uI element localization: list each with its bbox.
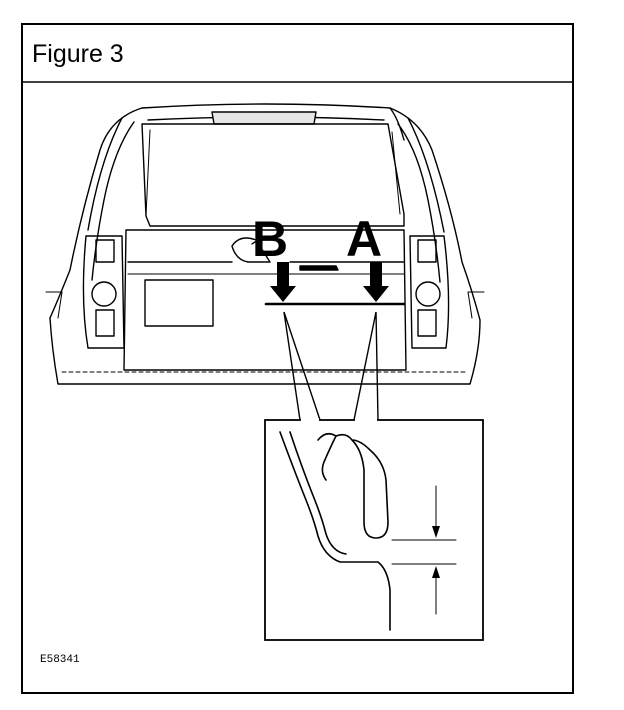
arrow-b — [270, 262, 296, 302]
detail-box — [264, 419, 484, 641]
left-lamp — [82, 235, 125, 349]
arrow-a — [363, 262, 389, 302]
tailgate-panel-profile — [279, 431, 391, 631]
callout-label-b: B — [252, 211, 288, 267]
roof-outline — [141, 103, 405, 141]
seal-profile — [317, 432, 389, 539]
vehicle-rear-illustration — [45, 103, 485, 385]
right-lamp — [409, 235, 450, 349]
left-pillar-inner — [91, 121, 135, 281]
reference-code: E58341 — [40, 654, 80, 666]
dimension-arrow-down — [432, 526, 440, 538]
brake-light — [211, 111, 317, 125]
detail-inset — [264, 418, 484, 641]
rear-bumper — [49, 317, 481, 385]
handle-recess — [231, 237, 271, 263]
detail-leader-lines — [283, 311, 379, 421]
right-pillar-inner — [397, 123, 441, 283]
callout-label-a: A — [346, 211, 382, 267]
right-pillar-outer — [389, 107, 481, 321]
tailgate-outline — [123, 229, 407, 371]
figure-title: Figure 3 — [32, 40, 124, 68]
dimension-arrow-up — [432, 566, 440, 578]
number-plate-recess — [144, 279, 214, 327]
